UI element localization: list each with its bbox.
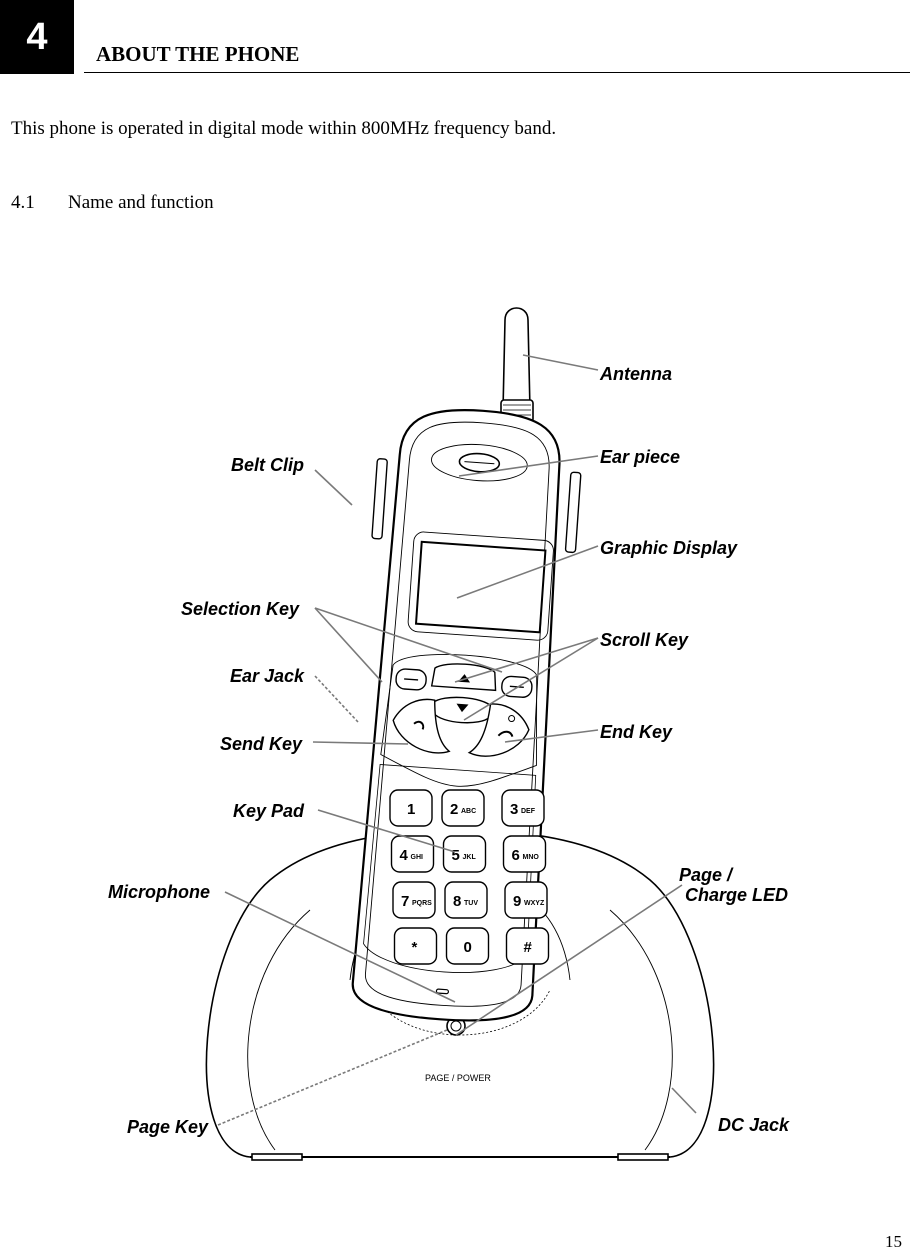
keypad-key-letters: DEF <box>521 808 536 815</box>
label-antenna: Antenna <box>599 364 672 384</box>
keypad-key-digit: * <box>412 939 418 956</box>
keypad-key-digit: 6 <box>512 847 520 864</box>
keypad-key-digit: 9 <box>513 893 521 910</box>
chapter-number: 4 <box>26 15 48 58</box>
keypad-key-shape <box>442 835 487 873</box>
label-ear-piece: Ear piece <box>600 447 680 467</box>
keypad-key-digit: 2 <box>450 801 458 818</box>
keypad-key-shape <box>502 835 547 873</box>
callout-leader-lines <box>217 354 697 1126</box>
label-page-charge-led-line2: Charge LED <box>685 885 788 905</box>
keypad-key-digit: 0 <box>464 939 472 956</box>
page-number: 15 <box>885 1232 902 1251</box>
antenna <box>500 307 534 423</box>
keypad-key-digit: 4 <box>400 847 409 864</box>
keypad-key-digit: 1 <box>407 801 415 818</box>
keypad-key-letters: WXYZ <box>524 900 545 907</box>
keypad-key-shape <box>444 881 488 919</box>
label-dc-jack: DC Jack <box>718 1115 790 1135</box>
keypad-key-1[interactable]: 1 <box>389 789 433 827</box>
label-send-key: Send Key <box>220 734 303 754</box>
keypad-key-shape <box>390 835 435 873</box>
section-number: 4.1 <box>11 192 35 213</box>
intro-paragraph: This phone is operated in digital mode w… <box>11 118 557 139</box>
label-belt-clip: Belt Clip <box>231 455 304 475</box>
keypad-key-shape <box>393 927 438 965</box>
keypad-key-shape <box>392 881 436 919</box>
keypad-key-hash[interactable]: # <box>505 927 550 965</box>
label-graphic-display: Graphic Display <box>600 538 738 558</box>
label-ear-jack: Ear Jack <box>230 666 305 686</box>
base-page-power-label: PAGE / POWER <box>425 1073 491 1083</box>
keypad-key-shape <box>505 927 550 965</box>
keypad-key-letters: JKL <box>463 854 477 861</box>
header-rule <box>84 72 910 73</box>
section-title: Name and function <box>68 192 214 213</box>
phone-diagram-svg: PAGE / POWER <box>108 307 790 1161</box>
keypad-key-letters: MNO <box>523 854 540 861</box>
label-scroll-key: Scroll Key <box>600 630 689 650</box>
keypad-key-digit: 3 <box>510 801 518 818</box>
keypad-key-digit: 8 <box>453 893 461 910</box>
keypad-key-letters: GHI <box>411 854 424 861</box>
chapter-number-box: 4 <box>0 0 74 74</box>
keypad-key-letters: PQRS <box>412 900 432 907</box>
keypad-key-letters: TUV <box>464 900 478 907</box>
label-page-key: Page Key <box>127 1117 209 1137</box>
label-page-charge-led-line1: Page / <box>679 865 734 885</box>
label-key-pad: Key Pad <box>233 801 305 821</box>
keypad-key-shape <box>445 927 490 965</box>
keypad-key-shape <box>504 881 548 919</box>
chapter-separator <box>74 0 84 74</box>
keypad-key-shape <box>441 789 485 827</box>
keypad-key-star[interactable]: * <box>393 927 438 965</box>
chapter-title: ABOUT THE PHONE <box>96 42 300 66</box>
keypad-key-digit: 7 <box>401 893 409 910</box>
keypad-key-shape <box>389 789 433 827</box>
keypad-key-digit: # <box>524 939 533 956</box>
phone-diagram: PAGE / POWER <box>100 290 820 1170</box>
label-microphone: Microphone <box>108 882 210 902</box>
section-heading: 4.1 Name and function <box>11 192 214 214</box>
label-selection-key: Selection Key <box>181 599 300 619</box>
label-end-key: End Key <box>600 722 673 742</box>
keypad-key-letters: ABC <box>461 808 476 815</box>
keypad-key-shape <box>501 789 545 827</box>
keypad-key-0[interactable]: 0 <box>445 927 490 965</box>
keypad-key-digit: 5 <box>452 847 460 864</box>
